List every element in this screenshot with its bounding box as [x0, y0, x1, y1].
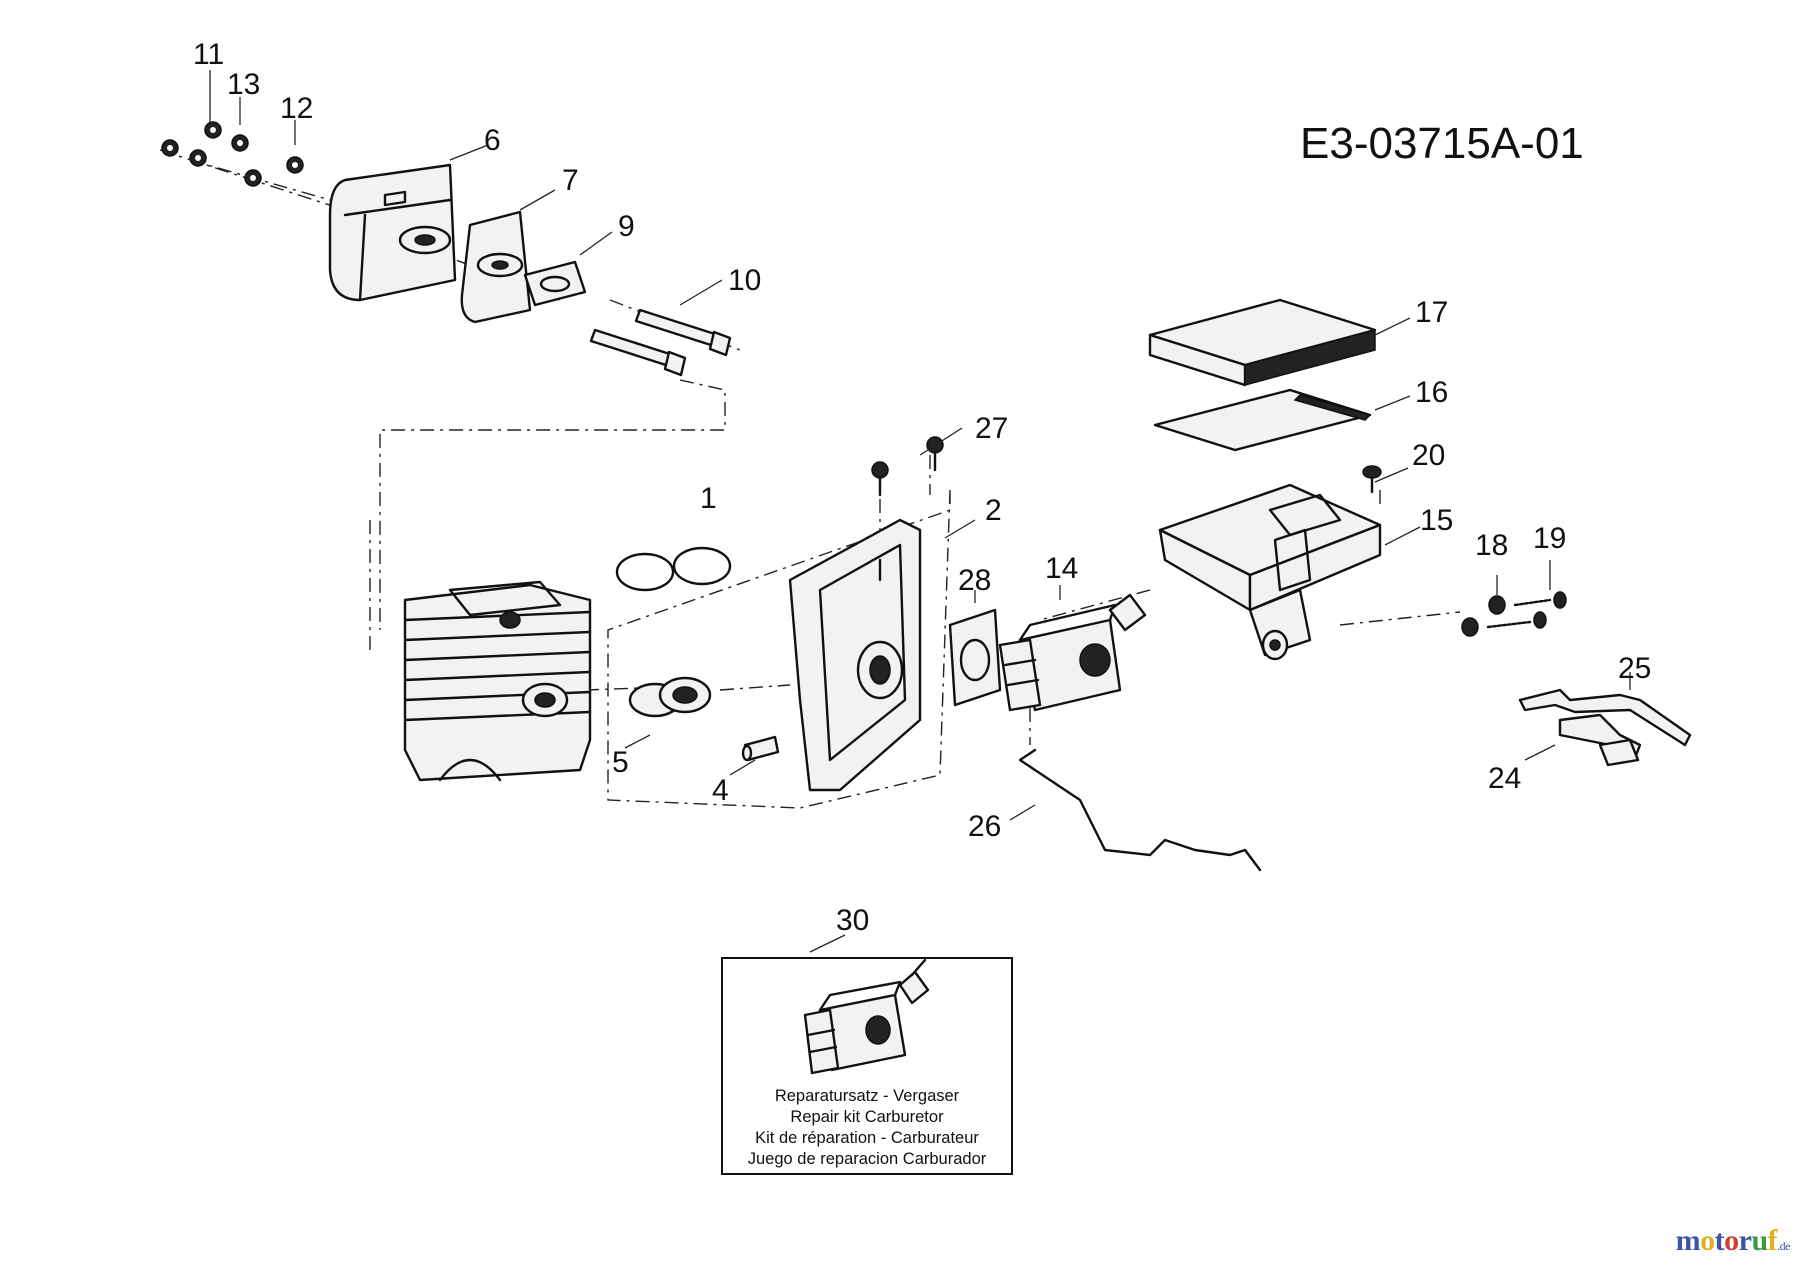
muffler-part: [328, 163, 457, 302]
air-filter-part: [1148, 298, 1377, 387]
callout-30: 30: [836, 904, 869, 937]
callout-18: 18: [1475, 529, 1508, 562]
o-rings-part: [615, 546, 732, 592]
logo-suffix: .de: [1777, 1239, 1790, 1253]
levers-part: [1518, 688, 1692, 767]
repair-kit-carburetor-icon: [803, 958, 930, 1075]
repair-kit-label-es: Juego de reparacion Carburador: [748, 1150, 987, 1168]
callout-1: 1: [700, 482, 717, 515]
pin-part: [741, 735, 780, 762]
callout-15: 15: [1420, 504, 1453, 537]
callout-2: 2: [985, 494, 1002, 527]
heat-shield-part: [460, 210, 532, 324]
callout-28: 28: [958, 564, 991, 597]
logo-letter: o: [1700, 1224, 1715, 1257]
air-filter-housing-part: [1158, 483, 1382, 661]
callout-20: 20: [1412, 439, 1445, 472]
intake-boot-part: [628, 676, 712, 718]
logo-letter: o: [1724, 1224, 1739, 1257]
callout-27: 27: [975, 412, 1008, 445]
springs-and-washers: [1461, 591, 1567, 637]
callout-5: 5: [612, 746, 629, 779]
callout-7: 7: [562, 164, 579, 197]
callout-19: 19: [1533, 522, 1566, 555]
callout-14: 14: [1045, 552, 1078, 585]
logo-letter: t: [1714, 1224, 1725, 1257]
repair-kit-label-en: Repair kit Carburetor: [790, 1108, 944, 1126]
callout-labels: 11 13 12 6 7 9 10 27 1 2 28 14 5 4 26 17…: [193, 38, 1651, 937]
muffler-bolts: [589, 308, 732, 377]
logo-letter: r: [1738, 1224, 1752, 1257]
cylinder-part: [403, 580, 592, 782]
callout-17: 17: [1415, 296, 1448, 329]
drawing-code: E3-03715A-01: [1300, 119, 1584, 168]
callout-10: 10: [728, 264, 761, 297]
motoruf-logo: motoruf.de: [1675, 1224, 1791, 1258]
leader-lines: [209, 70, 1631, 953]
logo-letter: u: [1751, 1224, 1768, 1257]
logo-letter: m: [1675, 1224, 1701, 1257]
callout-12: 12: [280, 92, 313, 125]
callout-11: 11: [193, 38, 224, 71]
callout-13: 13: [227, 68, 260, 101]
callout-9: 9: [618, 210, 635, 243]
choke-rod-part: [1018, 748, 1262, 872]
filter-screen-part: [1153, 388, 1372, 452]
carburetor-part: [998, 593, 1147, 712]
repair-kit-label-de: Reparatursatz - Vergaser: [775, 1087, 960, 1105]
muffler-gasket-part: [523, 260, 587, 307]
callout-6: 6: [484, 124, 501, 157]
repair-kit-box: Reparatursatz - Vergaser Repair kit Carb…: [721, 957, 1013, 1175]
filter-screw-part: [1362, 465, 1382, 494]
callout-24: 24: [1488, 762, 1521, 795]
logo-letter: f: [1767, 1224, 1778, 1257]
callout-26: 26: [968, 810, 1001, 843]
repair-kit-label-fr: Kit de réparation - Carburateur: [755, 1129, 979, 1147]
carburetor-base-part: [788, 436, 944, 792]
nuts-and-washers: [161, 121, 304, 187]
callout-16: 16: [1415, 376, 1448, 409]
carburetor-gasket-part: [948, 608, 1002, 707]
callout-4: 4: [712, 774, 729, 807]
callout-25: 25: [1618, 652, 1651, 685]
